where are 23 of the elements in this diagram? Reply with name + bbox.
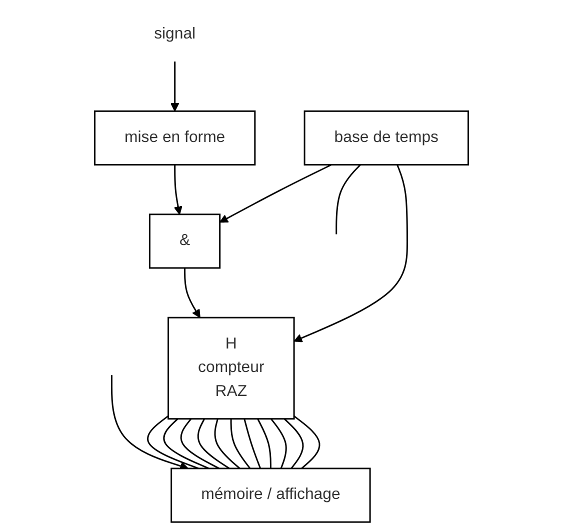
connector [336, 164, 361, 234]
connector [230, 418, 251, 469]
connector [294, 416, 320, 470]
arrow [184, 268, 200, 318]
node-text: signal [154, 26, 196, 43]
connector [147, 415, 199, 470]
arrow [294, 164, 408, 342]
node-box: & [148, 214, 221, 269]
connector [284, 418, 304, 469]
arrow [219, 164, 332, 223]
node-box: base de temps [304, 110, 469, 166]
connector [244, 418, 262, 469]
connector [197, 418, 230, 470]
node-box: H compteur RAZ [168, 316, 295, 420]
connector [163, 418, 210, 470]
node-box: mise en forme [94, 110, 256, 166]
connector [180, 418, 220, 470]
node-box: mémoire / affichage [170, 468, 371, 523]
connector [214, 418, 240, 470]
arrow [174, 164, 182, 215]
connector [257, 418, 272, 468]
connector [270, 418, 287, 469]
arrow [170, 62, 180, 112]
